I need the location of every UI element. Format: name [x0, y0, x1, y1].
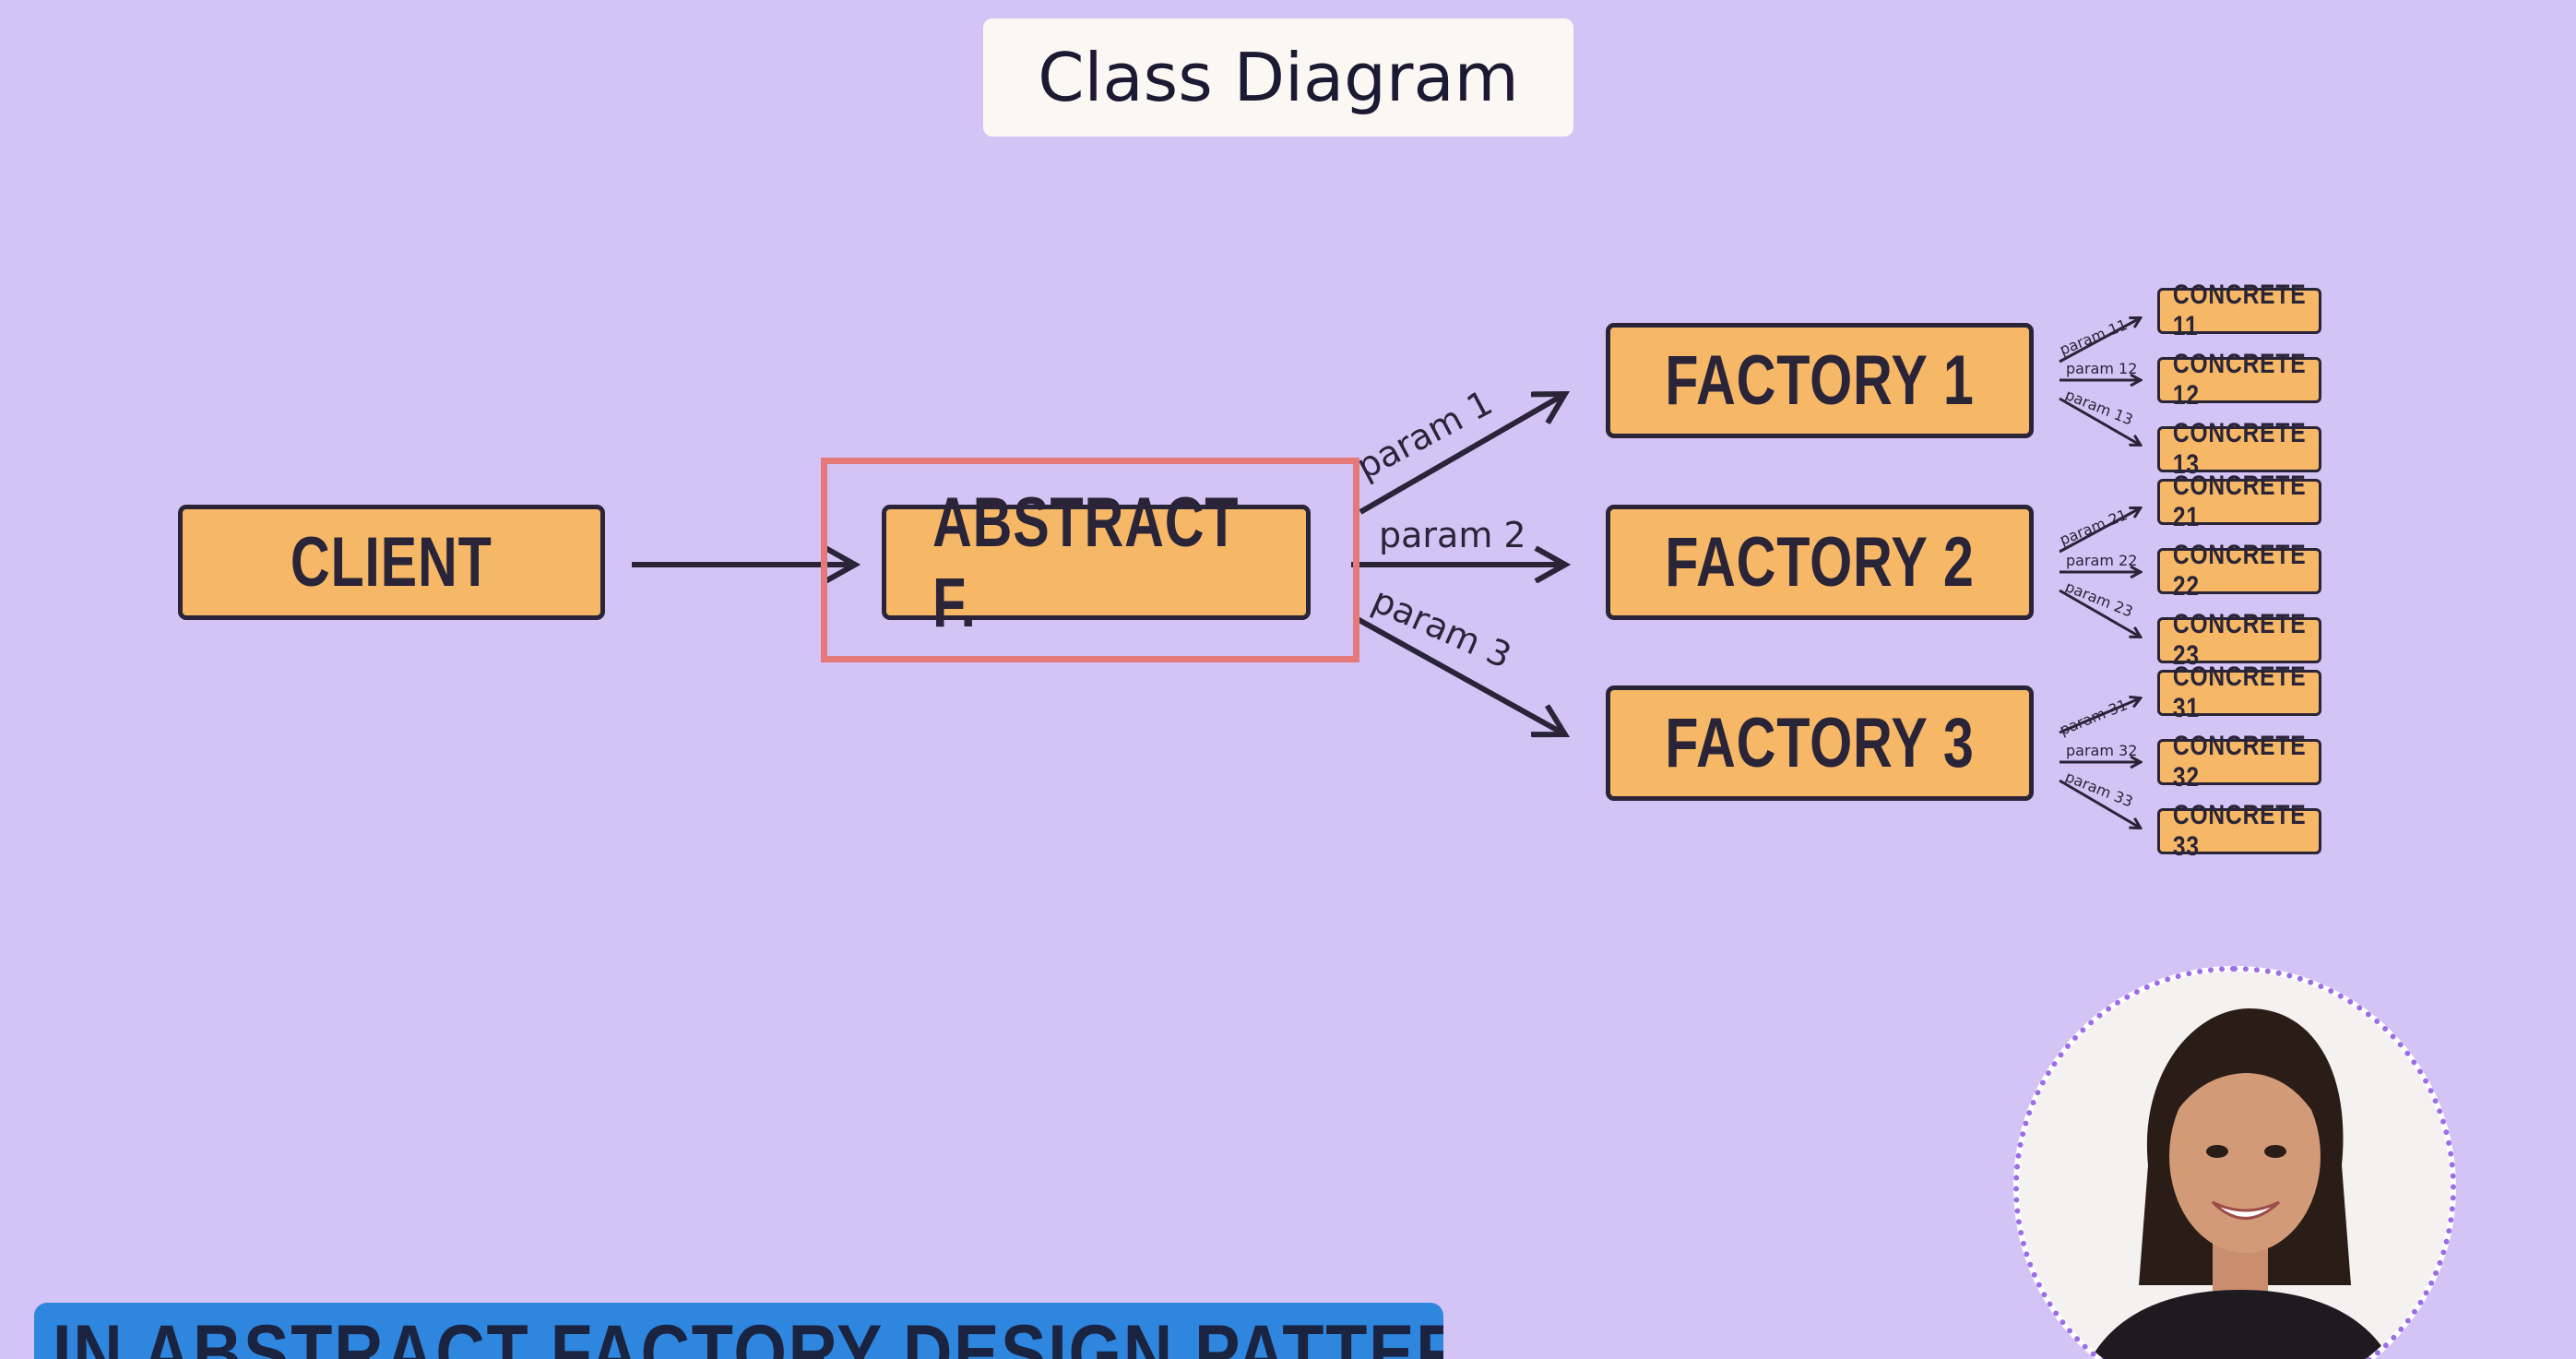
factory-3-box: FACTORY 3 — [1606, 685, 2034, 801]
concrete-22-box: CONCRETE 22 — [2157, 540, 2321, 602]
concrete-11-label: CONCRETE 11 — [2172, 280, 2307, 341]
factory-1-to-concrete-11-arrow — [2059, 318, 2140, 364]
concrete-12-box: CONCRETE 12 — [2157, 349, 2321, 411]
param-label-22: param 22 — [2066, 552, 2137, 569]
client-box: CLIENT — [178, 505, 605, 620]
param-label-32: param 32 — [2066, 742, 2137, 759]
abstract-to-factory-3-arrow — [1354, 615, 1563, 733]
factory-2-box: FACTORY 2 — [1606, 505, 2034, 620]
factory-2-to-concrete-23-arrow — [2059, 589, 2140, 637]
concrete-21-box: CONCRETE 21 — [2157, 471, 2321, 532]
concrete-31-label: CONCRETE 31 — [2172, 662, 2307, 723]
concrete-33-box: CONCRETE 33 — [2157, 800, 2321, 862]
concrete-12-label: CONCRETE 12 — [2172, 349, 2307, 411]
param-label-1: param 1 — [1350, 382, 1500, 487]
factory-2-to-concrete-21-arrow — [2059, 508, 2140, 554]
factory-1-box: FACTORY 1 — [1606, 323, 2034, 438]
factory-3-to-concrete-33-arrow — [2059, 779, 2140, 828]
concrete-22-label: CONCRETE 22 — [2172, 540, 2307, 602]
diagram-title: Class Diagram — [983, 18, 1573, 137]
param-label-21: param 21 — [2057, 506, 2130, 549]
concrete-32-box: CONCRETE 32 — [2157, 731, 2321, 793]
concrete-33-label: CONCRETE 33 — [2172, 800, 2307, 862]
concrete-13-box: CONCRETE 13 — [2157, 418, 2321, 480]
presenter-avatar — [2013, 966, 2456, 1359]
param-label-2: param 2 — [1379, 515, 1526, 555]
factory-2-label: FACTORY 2 — [1665, 523, 1975, 602]
concrete-23-label: CONCRETE 23 — [2172, 609, 2307, 671]
client-label: CLIENT — [291, 523, 493, 602]
concrete-13-label: CONCRETE 13 — [2172, 418, 2307, 480]
presenter-avatar-icon — [2019, 972, 2451, 1359]
abstract-factory-box: ABSTRACT F. — [882, 483, 1311, 642]
concrete-31-box: CONCRETE 31 — [2157, 662, 2321, 723]
param-label-31: param 31 — [2057, 696, 2130, 739]
factory-1-label: FACTORY 1 — [1665, 341, 1975, 420]
factory-3-to-concrete-31-arrow — [2059, 698, 2140, 734]
param-label-12: param 12 — [2066, 360, 2137, 377]
abstract-to-factory-1-arrow — [1359, 395, 1563, 515]
concrete-11-box: CONCRETE 11 — [2157, 280, 2321, 341]
factory-1-to-concrete-13-arrow — [2059, 397, 2140, 445]
concrete-23-box: CONCRETE 23 — [2157, 609, 2321, 671]
factory-3-label: FACTORY 3 — [1665, 704, 1975, 782]
param-label-11: param 11 — [2057, 316, 2130, 359]
param-label-3: param 3 — [1366, 579, 1517, 676]
caption-text: IN ABSTRACT FACTORY DESIGN PATTERN — [53, 1309, 1443, 1359]
concrete-32-label: CONCRETE 32 — [2172, 731, 2307, 793]
abstract-factory-label: ABSTRACT F. — [932, 483, 1240, 642]
concrete-21-label: CONCRETE 21 — [2172, 471, 2307, 532]
abstract-factory-highlight — [821, 458, 1359, 662]
caption-banner: IN ABSTRACT FACTORY DESIGN PATTERN — [34, 1303, 1443, 1359]
